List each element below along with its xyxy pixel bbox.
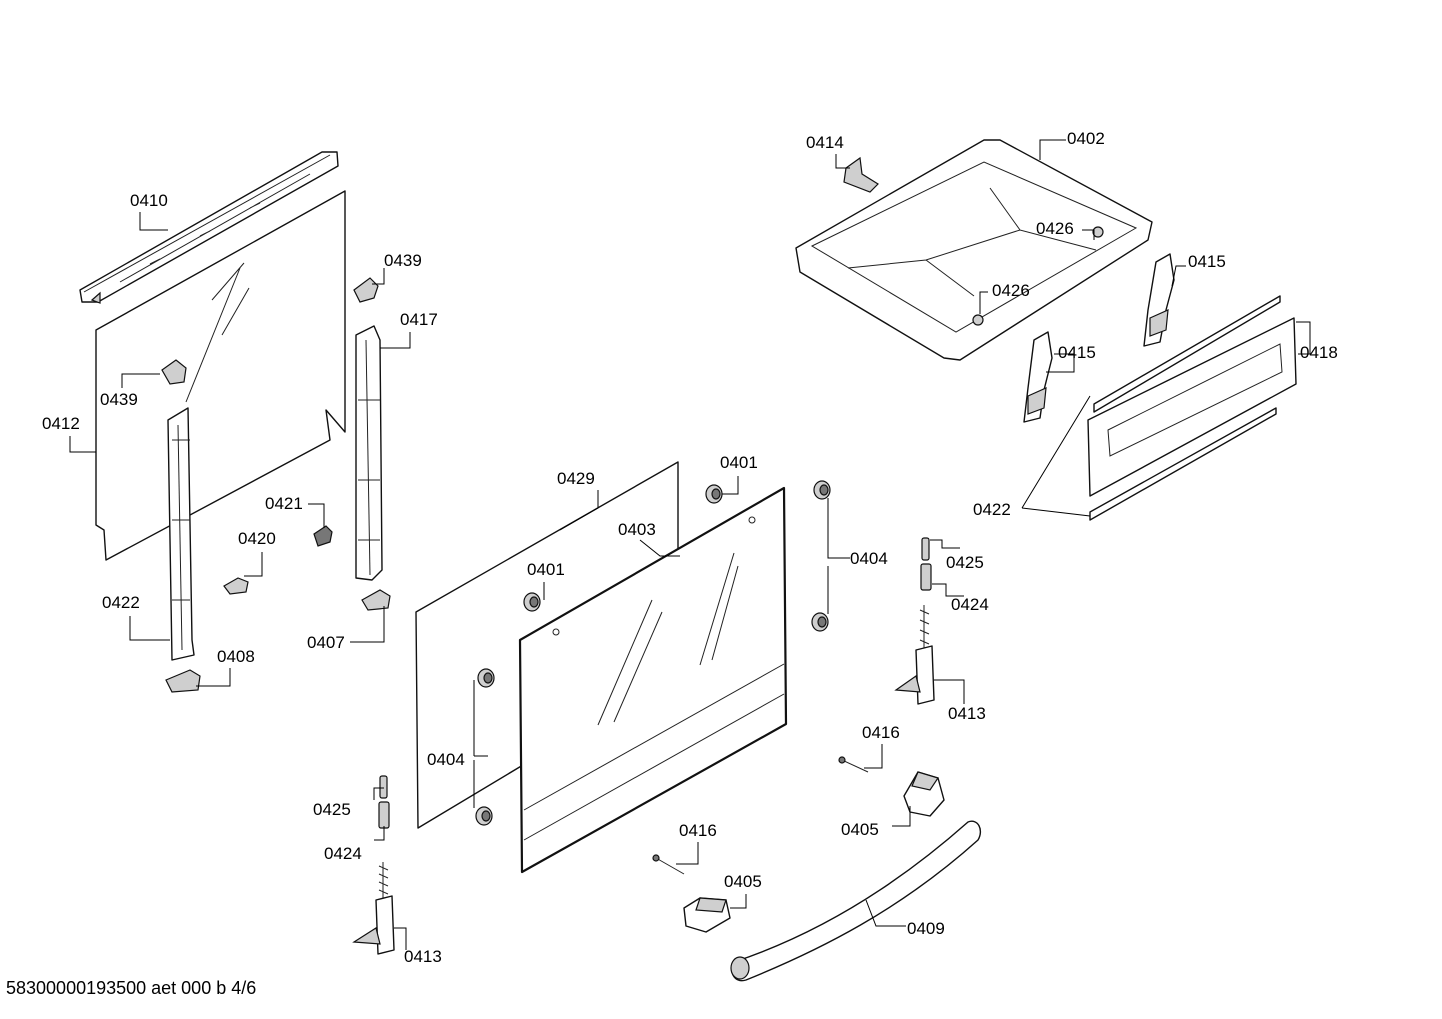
label-0424-left: 0424 [324,844,362,863]
label-0413-left: 0413 [404,947,442,966]
label-0420: 0420 [238,529,276,548]
part-0417-right-rail [355,325,383,581]
label-0424-right: 0424 [951,595,989,614]
part-0424-sleeve-right [920,563,932,591]
label-0417: 0417 [400,310,438,329]
label-0429: 0429 [557,469,595,488]
label-0405-right: 0405 [841,820,879,839]
label-0421: 0421 [265,494,303,513]
label-0425-right: 0425 [946,553,984,572]
label-0413-right: 0413 [948,704,986,723]
label-0401-mid: 0401 [527,560,565,579]
label-0408: 0408 [217,647,255,666]
part-0412-glass-panel [95,190,346,561]
part-0404-bumper-group [475,480,831,826]
leader-lines [69,139,1311,950]
part-0416-screw-b [652,854,685,875]
label-0402: 0402 [1067,129,1105,148]
part-0439-clip-right [353,277,379,303]
label-0401-top: 0401 [720,453,758,472]
part-labels: 0410 0412 0439 0439 0417 0421 0420 0422 … [42,129,1338,966]
label-0416-left: 0416 [679,821,717,840]
part-0401-bumper-b [523,592,541,612]
label-0410: 0410 [130,191,168,210]
part-0409-handle-bar [730,820,982,982]
part-0413-hinge-left [352,862,395,955]
part-0410-top-trim [79,151,339,304]
label-0416-right: 0416 [862,723,900,742]
label-0414: 0414 [806,133,844,152]
label-0426-top: 0426 [1036,219,1074,238]
part-0408-hinge-base [165,669,201,693]
label-0409: 0409 [907,919,945,938]
part-0418-drawer-front [1087,317,1297,497]
part-0413-hinge-right [894,605,935,705]
part-0415-guide-a [1143,253,1175,347]
label-0439-right: 0439 [384,251,422,270]
part-0402-tray [795,139,1153,361]
label-0407: 0407 [307,633,345,652]
part-0439-clip-left [161,359,187,385]
document-id-footer: 58300000193500 aet 000 b 4/6 [6,978,257,998]
label-0415-bottom: 0415 [1058,343,1096,362]
part-0401-bumper-a [705,484,723,504]
label-0418: 0418 [1300,343,1338,362]
part-0420-bracket [223,577,249,595]
label-0422-right: 0422 [973,500,1011,519]
label-0405-left: 0405 [724,872,762,891]
label-0403: 0403 [618,520,656,539]
part-0405-end-cap-a [903,771,945,817]
label-0404-right: 0404 [850,549,888,568]
part-0415-guide-b [1023,331,1053,423]
label-0439-left: 0439 [100,390,138,409]
label-0415-top: 0415 [1188,252,1226,271]
label-0425-left: 0425 [313,800,351,819]
part-0421-clip [313,525,333,547]
part-0422-drawer-rails [1089,295,1281,521]
part-0424-sleeve-left [378,801,390,829]
part-0425-pin-right [921,537,930,561]
part-0425-pin-left [379,775,388,799]
part-0407-hinge-base [361,589,391,611]
label-0426-bottom: 0426 [992,281,1030,300]
part-0416-screw-a [838,756,869,773]
part-0414-bracket [843,156,879,193]
label-0404-left: 0404 [427,750,465,769]
part-0422-left-rail [167,407,195,661]
part-0403-door-frame [518,486,788,874]
label-0422-left: 0422 [102,593,140,612]
part-0405-end-cap-b [683,897,731,933]
label-0412: 0412 [42,414,80,433]
